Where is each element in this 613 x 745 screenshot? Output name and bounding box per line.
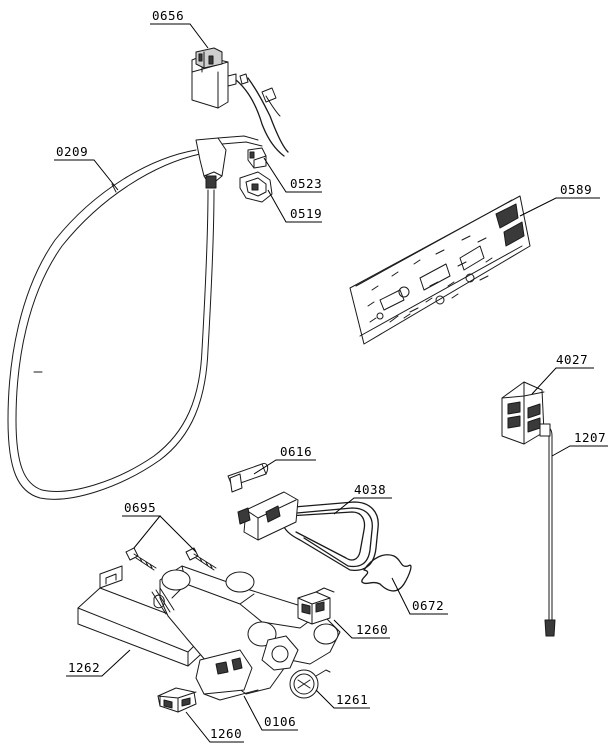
connector-bottom-drawing <box>157 687 197 713</box>
part-label-0656: 0656 <box>152 8 184 23</box>
connector-right-drawing <box>297 587 335 625</box>
pump-bracket-drawing <box>151 565 341 701</box>
part-label-1262: 1262 <box>68 660 100 675</box>
screws-drawing <box>125 547 217 571</box>
part-label-0672: 0672 <box>412 598 444 613</box>
heating-element-drawing <box>237 491 379 572</box>
part-label-1260-bottom: 1260 <box>210 726 242 741</box>
ntc-sensor-drawing <box>227 463 269 493</box>
part-label-4038: 4038 <box>354 482 386 497</box>
leader-lines <box>54 23 608 743</box>
part-label-0209: 0209 <box>56 144 88 159</box>
cover-plate-drawing <box>77 565 211 667</box>
part-label-1207: 1207 <box>574 430 606 445</box>
electronic-board-drawing <box>349 195 531 345</box>
part-labels: 0656 0209 0523 0519 0589 4027 1207 0616 … <box>56 8 606 741</box>
connector-block-drawing <box>501 381 545 445</box>
part-label-0523: 0523 <box>290 176 322 191</box>
cable-clip-drawing <box>247 147 267 169</box>
part-label-0106: 0106 <box>264 714 296 729</box>
part-label-0519: 0519 <box>290 206 322 221</box>
capacitor-drawing <box>289 669 331 699</box>
part-label-4027: 4027 <box>556 352 588 367</box>
strain-relief-drawing <box>239 171 273 203</box>
part-label-0589: 0589 <box>560 182 592 197</box>
spring-clip-drawing <box>361 554 412 592</box>
part-label-1260-right: 1260 <box>356 622 388 637</box>
part-label-1261: 1261 <box>336 692 368 707</box>
part-label-0695: 0695 <box>124 500 156 515</box>
sensor-wire-drawing <box>539 423 556 637</box>
mains-cable-drawing <box>7 135 263 500</box>
interference-filter-drawing <box>191 47 289 157</box>
part-label-0616: 0616 <box>280 444 312 459</box>
